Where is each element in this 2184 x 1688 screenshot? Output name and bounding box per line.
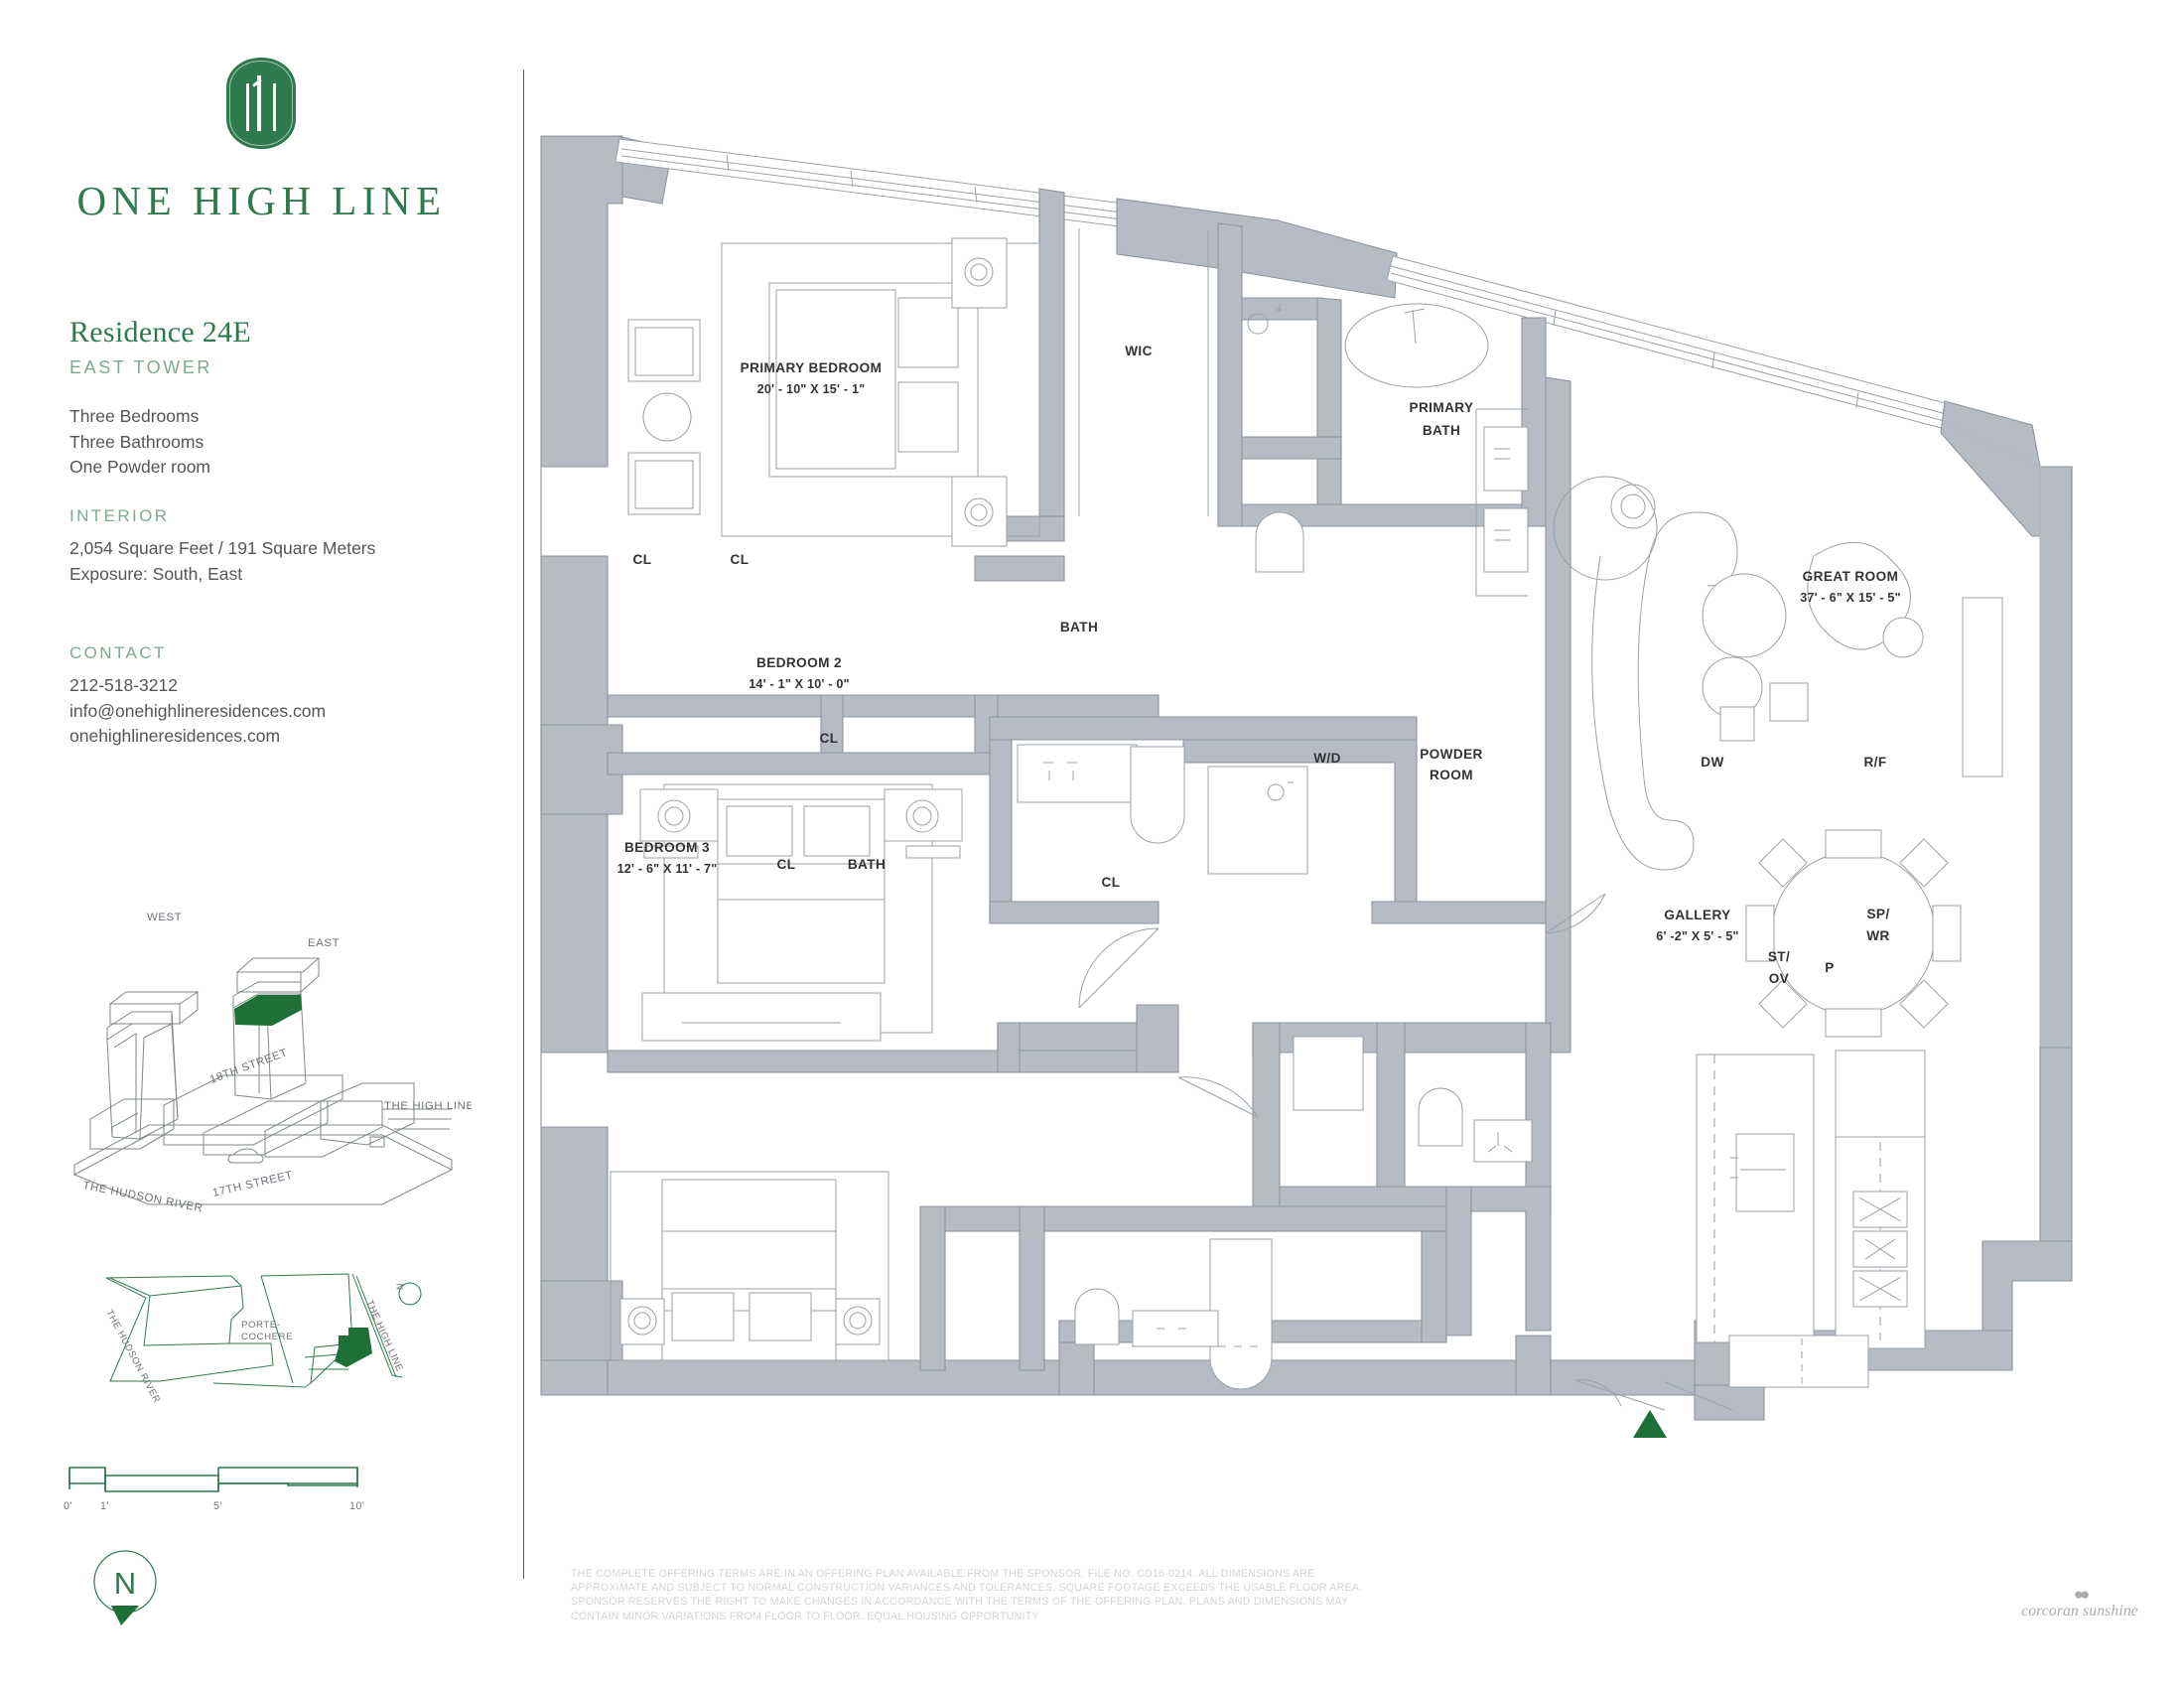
room-label-great-room: GREAT ROOM [1803, 569, 1899, 584]
scale-bar: 0' 1' 5' 10' [60, 1462, 397, 1521]
room-label-cl-3: CL [820, 731, 839, 746]
scale-tick-1: 1' [100, 1500, 109, 1512]
room-label-bath-upper: BATH [1060, 620, 1098, 634]
room-label-rf: R/F [1863, 755, 1886, 770]
svg-text:N: N [395, 1283, 405, 1290]
room-label-p: P [1825, 960, 1834, 975]
one-high-line-monogram-icon [226, 58, 296, 149]
residence-tower: EAST TOWER [69, 357, 213, 377]
contact-details: 212-518-3212 info@onehighlineresidences.… [69, 673, 326, 750]
room-dim-gallery: 6' -2" X 5' - 5" [1656, 929, 1738, 943]
room-label-primary-bath-1: PRIMARY [1410, 400, 1474, 415]
room-label-bath-lower: BATH [848, 857, 886, 872]
room-label-primary-bath-2: BATH [1423, 423, 1460, 438]
contact-website[interactable]: onehighlineresidences.com [69, 726, 281, 746]
room-label-powder-1: POWDER [1420, 747, 1483, 762]
site-plan-diagram: THE HUDSON RIVER THE HIGH LINE PORTE- CO… [55, 1236, 472, 1435]
room-label-cl-5: CL [1102, 875, 1121, 890]
contact-email[interactable]: info@onehighlineresidences.com [69, 700, 327, 721]
interior-area: 2,054 Square Feet / 191 Square Meters [69, 538, 376, 558]
corcoran-sunshine-wordmark: corcoran sunshine [2021, 1603, 2138, 1619]
building-massing-diagram: WEST EAST 18TH STREET 17TH STREET THE HU… [55, 889, 474, 1216]
north-arrow-icon: N [87, 1544, 177, 1643]
room-label-gallery: GALLERY [1664, 908, 1730, 922]
floor-plan: .wall{fill:#b7bcc4;stroke:#8d949d;stroke… [523, 0, 2184, 1688]
room-label-powder-2: ROOM [1430, 768, 1473, 782]
scale-tick-10: 10' [349, 1500, 365, 1512]
contact-label: CONTACT [69, 643, 167, 662]
room-label-bedroom-3: BEDROOM 3 [624, 840, 710, 855]
room-label-dw: DW [1701, 755, 1723, 770]
svg-text:THE HUDSON RIVER: THE HUDSON RIVER [103, 1308, 162, 1405]
svg-text:THE HUDSON RIVER: THE HUDSON RIVER [81, 1180, 204, 1214]
contact-phone[interactable]: 212-518-3212 [69, 675, 178, 695]
corcoran-sunshine-mark-icon: ●● [2073, 1585, 2091, 1604]
svg-text:18TH STREET: 18TH STREET [208, 1047, 290, 1086]
scale-tick-5: 5' [213, 1500, 222, 1512]
room-label-st-ov-1: ST/ [1768, 949, 1790, 964]
spec-bathrooms: Three Bathrooms [69, 431, 205, 452]
info-sidebar: ONE HIGH LINE Residence 24E EAST TOWER T… [0, 0, 523, 1688]
svg-text:EAST: EAST [308, 937, 340, 949]
interior-label: INTERIOR [69, 506, 170, 525]
porte-cochere-label-1: PORTE- [241, 1320, 281, 1331]
room-dim-great-room: 37' - 6" X 15' - 5" [1800, 591, 1901, 605]
room-dim-bedroom-2: 14' - 1" X 10' - 0" [749, 677, 850, 691]
svg-text:THE HIGH LINE: THE HIGH LINE [384, 1100, 472, 1112]
residence-title: Residence 24E [69, 316, 252, 349]
room-label-bedroom-2: BEDROOM 2 [756, 655, 842, 670]
interior-exposure: Exposure: South, East [69, 563, 243, 584]
legal-disclaimer: THE COMPLETE OFFERING TERMS ARE IN AN OF… [571, 1568, 1363, 1622]
scale-tick-0: 0' [64, 1500, 72, 1512]
spec-bedrooms: Three Bedrooms [69, 406, 200, 426]
room-label-wic: WIC [1125, 344, 1153, 358]
corcoran-sunshine-logo: ●● corcoran sunshine [2005, 1585, 2154, 1620]
room-label-wd: W/D [1313, 751, 1341, 766]
room-dim-primary-bedroom: 20' - 10" X 15' - 1" [757, 382, 866, 396]
brand-name: ONE HIGH LINE [76, 178, 447, 223]
svg-text:WEST: WEST [147, 912, 182, 923]
room-label-cl-1: CL [633, 552, 652, 567]
room-label-cl-2: CL [731, 552, 750, 567]
room-label-st-ov-2: OV [1769, 971, 1789, 986]
residence-specs: Three Bedrooms Three Bathrooms One Powde… [69, 404, 210, 481]
vertical-divider [523, 70, 524, 1579]
room-label-sp-wr-2: WR [1866, 928, 1889, 943]
room-label-primary-bedroom: PRIMARY BEDROOM [741, 360, 883, 375]
interior-details: 2,054 Square Feet / 191 Square Meters Ex… [69, 536, 375, 587]
room-label-sp-wr-1: SP/ [1866, 907, 1889, 921]
room-label-cl-4: CL [777, 857, 796, 872]
svg-text:N: N [114, 1566, 136, 1601]
svg-text:17TH STREET: 17TH STREET [211, 1170, 294, 1199]
svg-text:THE HIGH LINE: THE HIGH LINE [363, 1299, 405, 1373]
porte-cochere-label-2: COCHERE [241, 1332, 293, 1342]
room-dim-bedroom-3: 12' - 6" X 11' - 7" [617, 862, 718, 876]
spec-powder: One Powder room [69, 457, 211, 477]
